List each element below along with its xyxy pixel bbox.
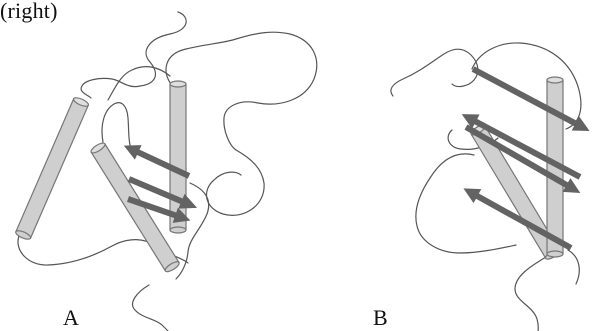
- panel-a-loop-right: [207, 150, 265, 215]
- panel-b: B: [330, 0, 605, 331]
- panel-b-loop-right-low: [568, 250, 579, 284]
- panel-b-loop-top-left: [391, 49, 478, 96]
- panel-a: A: [0, 0, 330, 331]
- panel-label-a: A: [63, 307, 79, 329]
- panel-a-helices: [15, 81, 186, 274]
- panel-label-b: B: [373, 307, 388, 329]
- panel-b-loop-bottom: [515, 257, 546, 331]
- panel-a-loop-middle: [102, 103, 132, 152]
- panel-a-loop-left-link: [108, 67, 170, 100]
- panel-b-diagram: [330, 0, 605, 331]
- panel-a-loop-upper-right: [166, 32, 317, 150]
- panel-b-strands: [458, 62, 593, 255]
- panel-a-diagram: [0, 0, 330, 331]
- panel-a-loop-bottom: [133, 285, 168, 331]
